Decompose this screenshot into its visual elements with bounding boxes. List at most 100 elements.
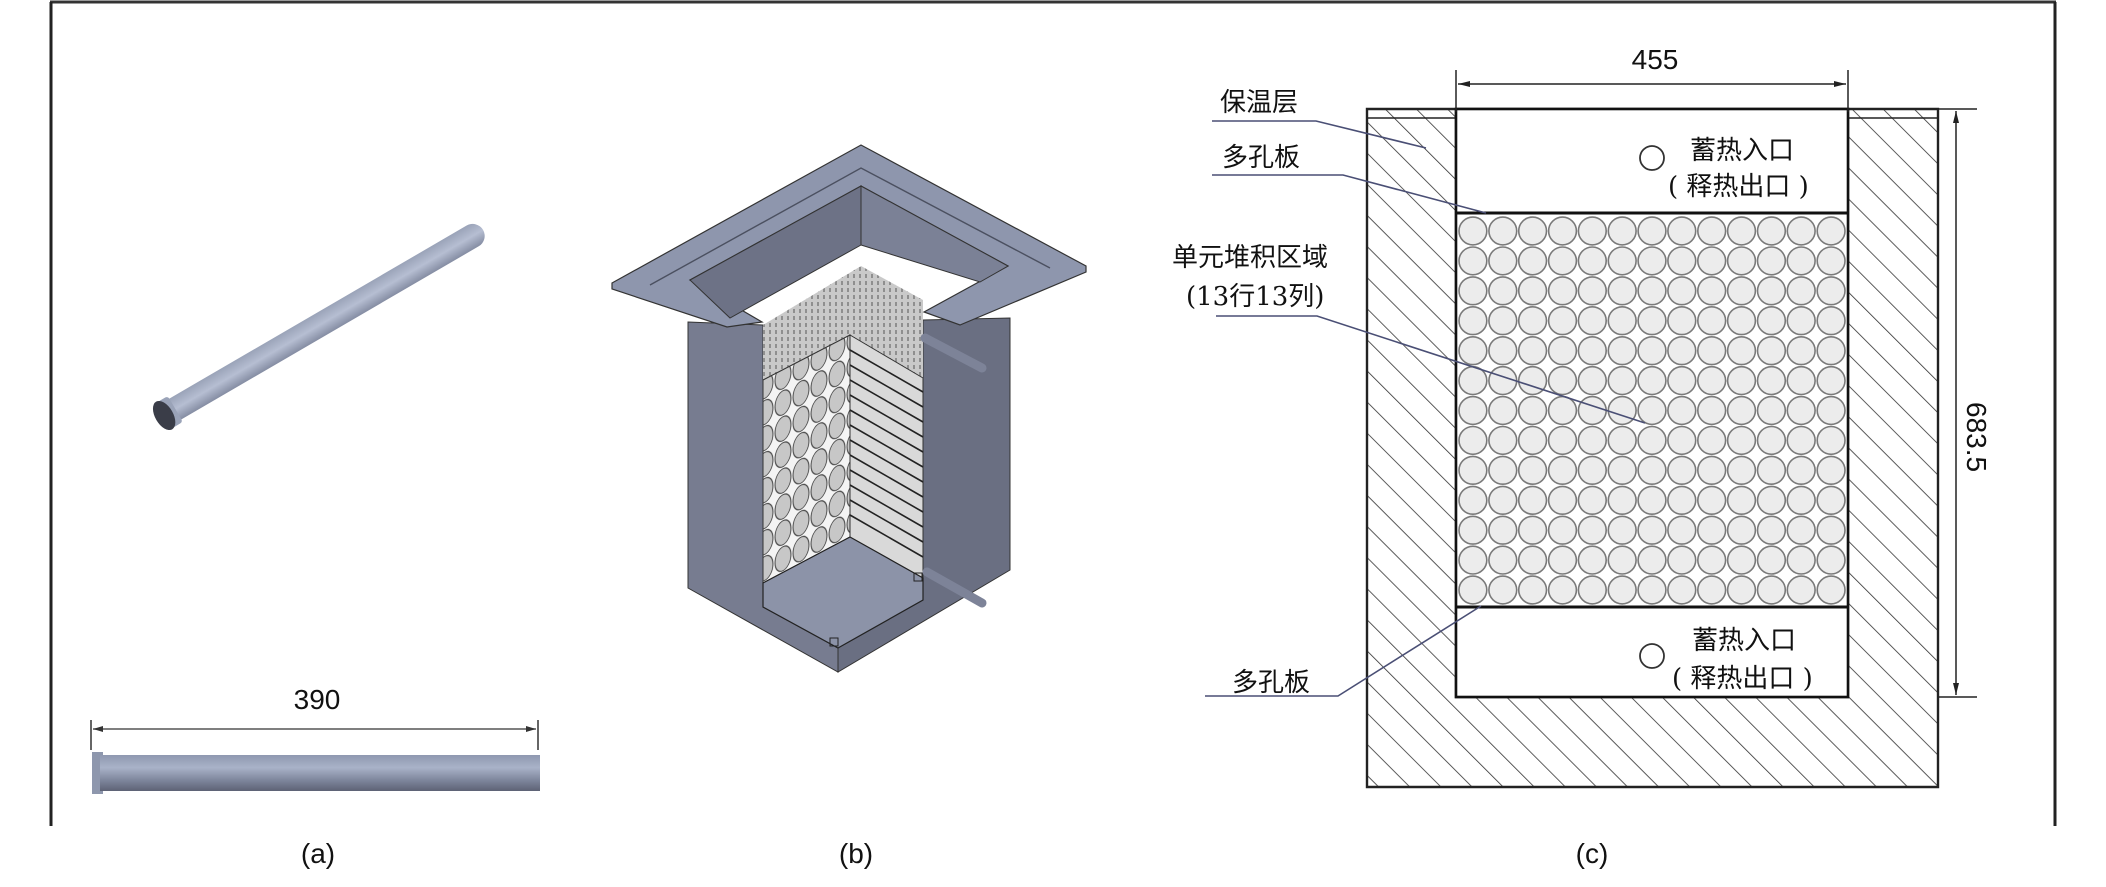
- packing-ball: [1547, 545, 1578, 575]
- packing-ball: [1637, 455, 1667, 485]
- packing-ball: [1696, 276, 1727, 306]
- packing-ball: [1726, 515, 1757, 545]
- packing-ball: [1726, 306, 1757, 336]
- packing-ball: [1786, 545, 1816, 575]
- packing-ball: [1607, 246, 1637, 276]
- packing-ball: [1667, 246, 1697, 276]
- packing-ball: [1547, 575, 1578, 605]
- packing-ball: [1458, 515, 1488, 545]
- packing-ball: [1696, 365, 1727, 396]
- slat-lines: [849, 349, 924, 558]
- panel-a-iso-rod: [152, 223, 485, 431]
- packing-ball: [1577, 276, 1608, 306]
- packing-ball: [1667, 515, 1697, 545]
- packing-ball: [1726, 216, 1757, 246]
- packing-ball: [1577, 336, 1608, 366]
- packing-ball: [1458, 395, 1488, 426]
- packing-ball: [1696, 485, 1727, 515]
- packing-ball: [1726, 365, 1757, 396]
- packing-ball: [1667, 455, 1697, 485]
- figure-frame: [49, 0, 2057, 826]
- packing-ball: [1488, 485, 1518, 515]
- packing-ball: [1637, 575, 1667, 605]
- packing-ball: [1756, 276, 1787, 306]
- packing-ball: [1517, 365, 1548, 396]
- packing-ball: [1637, 395, 1667, 426]
- dimension-455-label: 455: [1631, 44, 1679, 75]
- packing-ball: [1726, 425, 1757, 456]
- packing-ball: [1607, 276, 1637, 306]
- packing-ball: [1577, 455, 1608, 485]
- packing-ball: [1488, 216, 1518, 246]
- packing-ball: [1517, 485, 1548, 515]
- packing-ball: [1696, 216, 1727, 246]
- packing-ball: [1577, 515, 1608, 545]
- packing-ball: [1458, 306, 1488, 336]
- packing-ball: [1488, 545, 1518, 575]
- packing-ball: [1816, 455, 1846, 485]
- packing-ball: [1607, 425, 1637, 456]
- packing-ball: [1786, 246, 1816, 276]
- panel-c-section: [1365, 107, 1940, 789]
- bottom-port-icon: [1639, 643, 1665, 669]
- packing-ball: [1637, 425, 1667, 456]
- packing-ball: [1637, 365, 1667, 396]
- packing-ball: [1458, 246, 1488, 276]
- packing-ball: [1637, 515, 1667, 545]
- packing-ball: [1696, 425, 1727, 456]
- packing-ball: [1637, 276, 1667, 306]
- label-bottom-port-line1: 蓄热入口: [1692, 626, 1797, 656]
- packing-grid: [1458, 216, 1846, 605]
- packing-ball: [1517, 575, 1548, 605]
- label-top-port-line1: 蓄热入口: [1690, 136, 1795, 166]
- leader-insulation: [1212, 120, 1427, 149]
- packing-ball: [1607, 216, 1637, 246]
- label-perforated-plate-top: 多孔板: [1222, 143, 1301, 173]
- packing-ball: [1756, 365, 1787, 396]
- packing-ball: [1667, 336, 1697, 366]
- packing-ball: [1547, 395, 1578, 426]
- packing-ball: [1756, 425, 1787, 456]
- dimension-683-5: [1938, 108, 1977, 698]
- packing-ball: [1756, 306, 1787, 336]
- packing-ball: [1517, 425, 1548, 456]
- packing-ball: [1547, 306, 1578, 336]
- packing-ball: [1756, 336, 1787, 366]
- label-packing-region: 单元堆积区域: [1172, 243, 1329, 273]
- packing-ball: [1607, 306, 1637, 336]
- packing-ball: [1816, 216, 1846, 246]
- packing-ball: [1577, 395, 1608, 426]
- packing-ball: [1667, 365, 1697, 396]
- packing-ball: [1488, 336, 1518, 366]
- packing-ball: [1696, 455, 1727, 485]
- packing-ball: [1607, 455, 1637, 485]
- packing-ball: [1517, 515, 1548, 545]
- packing-ball: [1786, 306, 1816, 336]
- label-insulation: 保温层: [1220, 88, 1299, 118]
- packing-ball: [1816, 515, 1846, 545]
- leader-plate-bottom: [1205, 605, 1482, 697]
- packing-ball: [1816, 545, 1846, 575]
- leader-packing: [1216, 315, 1646, 424]
- packing-ball: [1786, 485, 1816, 515]
- label-perforated-plate-bottom: 多孔板: [1232, 668, 1311, 698]
- packing-ball: [1517, 216, 1548, 246]
- packing-ball: [1726, 485, 1757, 515]
- packing-ball: [1667, 575, 1697, 605]
- packing-ball: [1696, 395, 1727, 426]
- packing-ball: [1547, 336, 1578, 366]
- packing-ball: [1726, 545, 1757, 575]
- packing-ball: [1756, 485, 1787, 515]
- packing-ball: [1667, 485, 1697, 515]
- packing-ball: [1607, 575, 1637, 605]
- packing-ball: [1488, 575, 1518, 605]
- packing-ball: [1756, 395, 1787, 426]
- packing-ball: [1667, 545, 1697, 575]
- packing-ball: [1637, 216, 1667, 246]
- packing-ball: [1816, 246, 1846, 276]
- packing-ball: [1786, 395, 1816, 426]
- packing-ball: [1517, 246, 1548, 276]
- packing-ball: [1607, 395, 1637, 426]
- top-port-icon: [1639, 145, 1665, 171]
